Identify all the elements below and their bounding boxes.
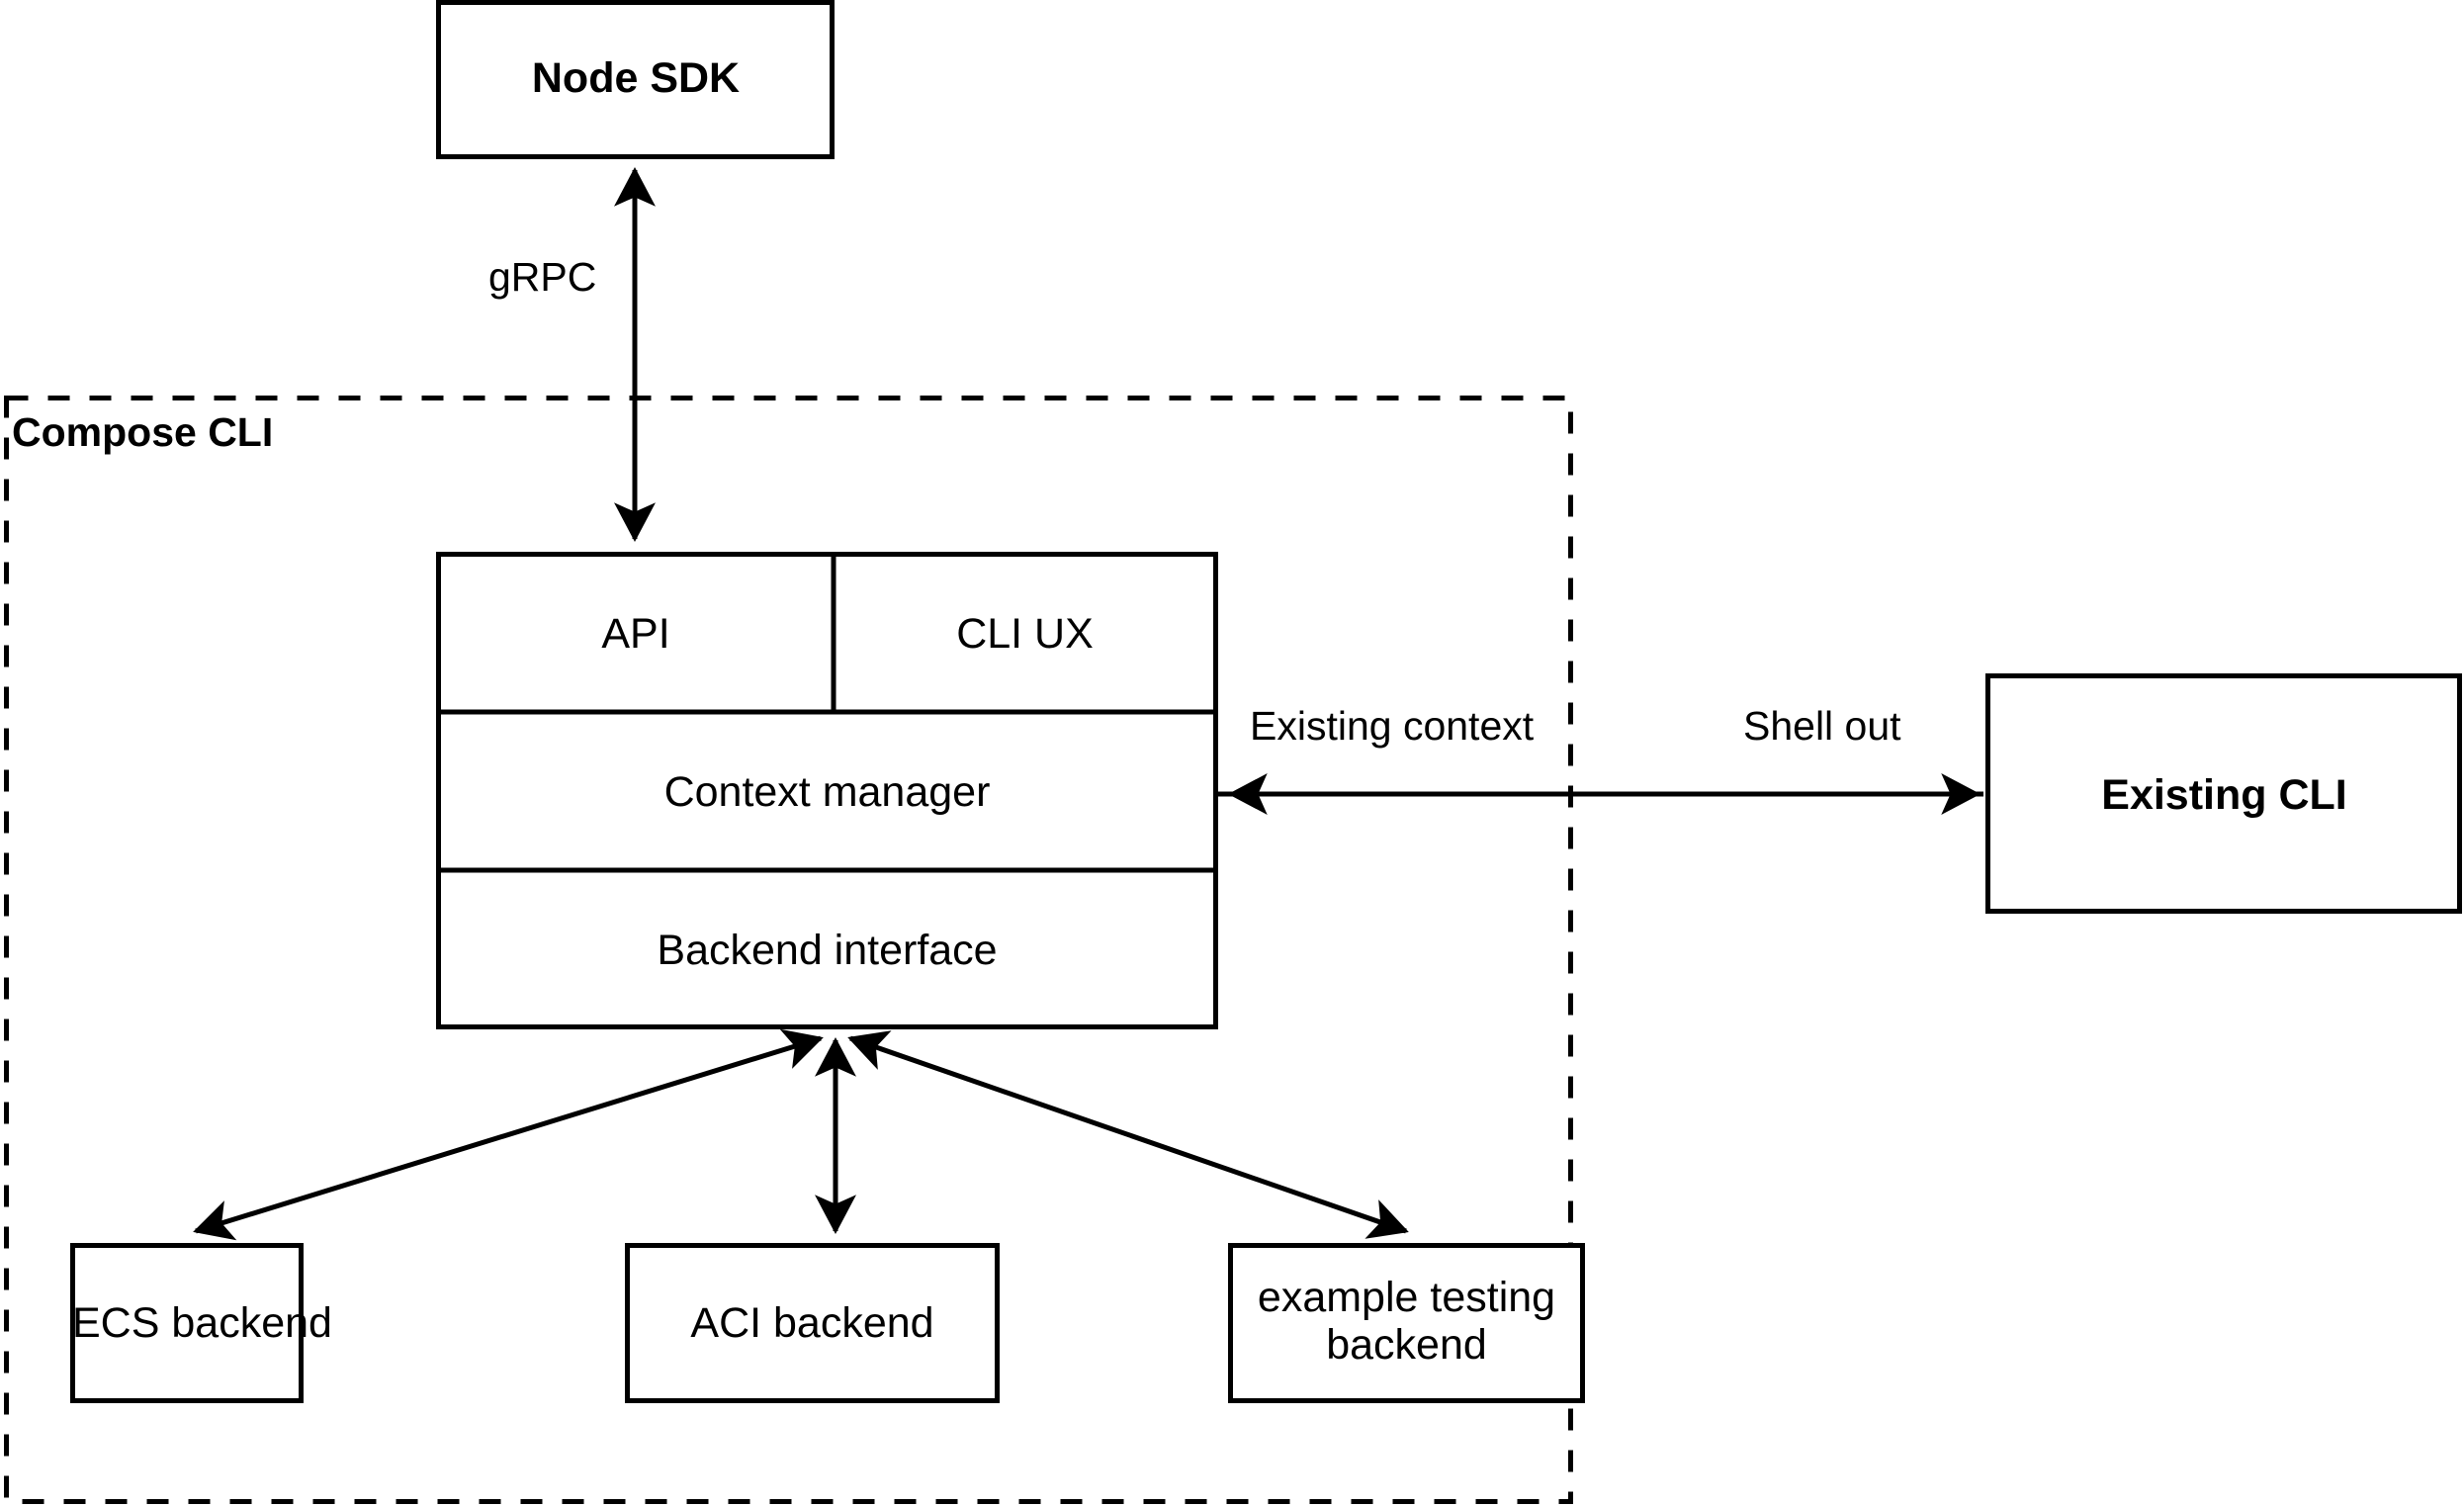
existing-context-edge-label: Existing context [1250, 703, 1535, 749]
ecs-backend-connector [193, 1028, 824, 1241]
example-testing-backend-box [1228, 1243, 1585, 1403]
aci-backend-box [625, 1243, 1000, 1403]
existing-cli-box [1985, 673, 2462, 914]
compose-cli-group-boundary [4, 396, 1573, 1504]
ecs-backend-label: ECS backend [72, 1299, 332, 1347]
example-testing-backend-label-line2: backend [1326, 1321, 1487, 1370]
context-manager-label: Context manager [663, 768, 991, 816]
example-testing-backend-label-line1: example testing [1257, 1274, 1556, 1321]
grpc-edge-label: gRPC [488, 254, 597, 300]
shell-out-edge-label: Shell out [1743, 703, 1901, 749]
ecs-backend-box [70, 1243, 304, 1403]
compose-cli-stack-box [436, 552, 1218, 1029]
existing-cli-label: Existing CLI [2101, 771, 2347, 819]
node-sdk-label: Node SDK [531, 54, 741, 102]
compose-cli-group-label: Compose CLI [12, 409, 274, 455]
cli-ux-label: CLI UX [956, 610, 1094, 658]
node-sdk-box [436, 0, 835, 159]
backend-interface-label: Backend interface [657, 927, 998, 974]
example-testing-backend-connector [847, 1030, 1409, 1239]
api-label: API [601, 610, 670, 658]
aci-backend-label: ACI backend [690, 1299, 934, 1347]
